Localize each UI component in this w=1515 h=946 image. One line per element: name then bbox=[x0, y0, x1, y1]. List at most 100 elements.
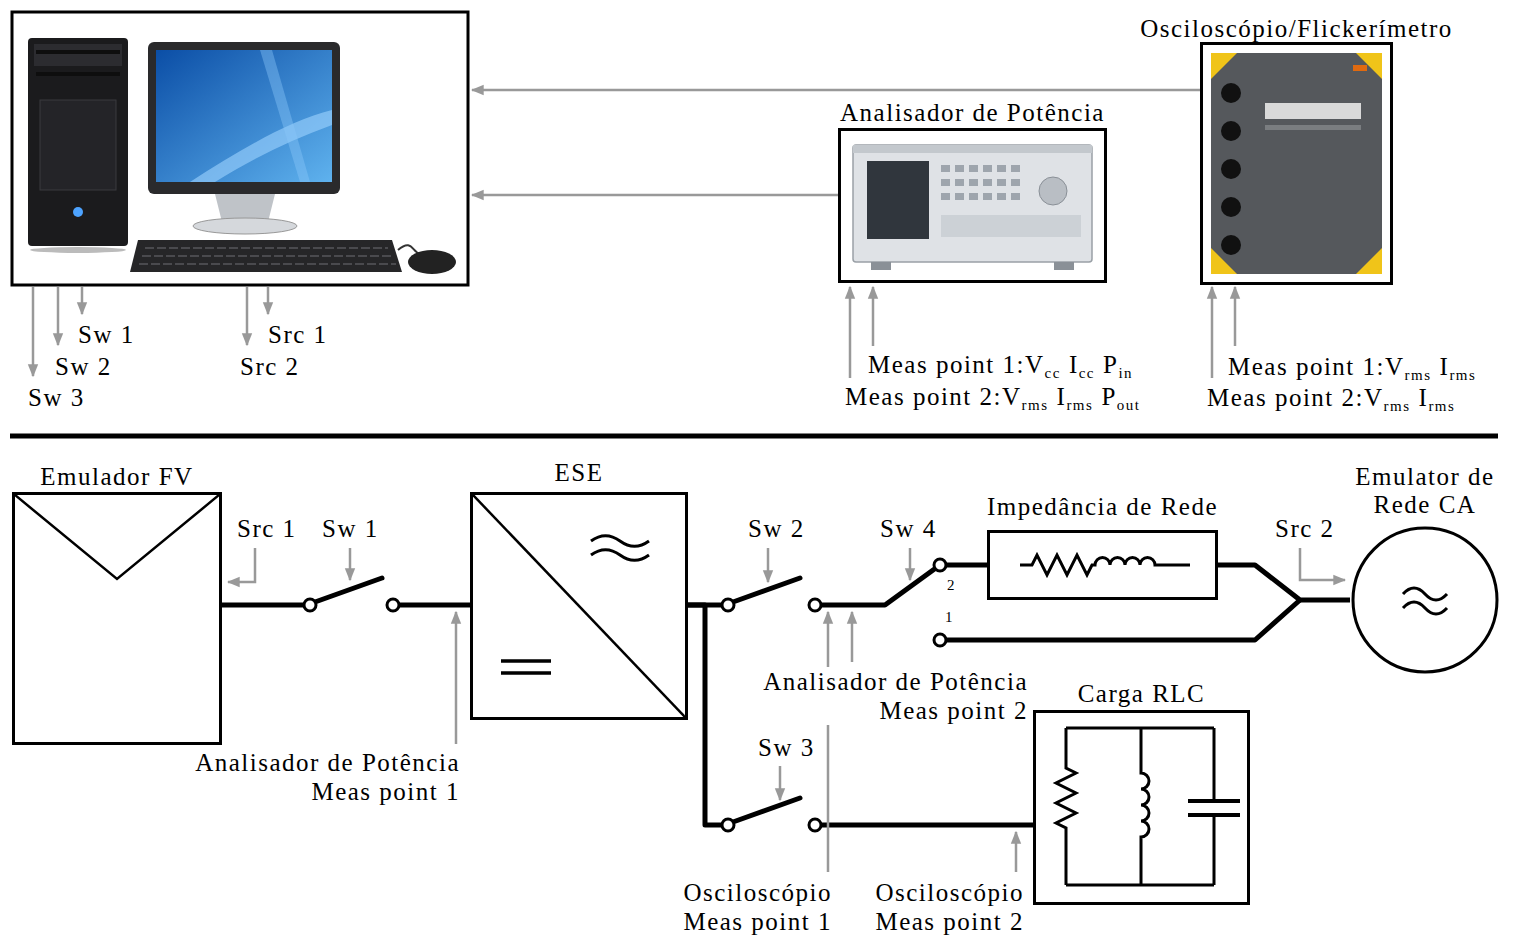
switch-symbol bbox=[387, 599, 399, 611]
signal-subscript: rms bbox=[1405, 367, 1432, 383]
signal-label: Src 1 bbox=[237, 514, 297, 543]
power-analyzer-symbol bbox=[955, 165, 964, 172]
power-analyzer-symbol bbox=[1054, 262, 1074, 270]
signal-arrow bbox=[909, 548, 912, 580]
switch-symbol bbox=[733, 578, 800, 602]
ac-grid-emulator: Emulator de Rede CA bbox=[1350, 525, 1500, 675]
signal-name: Meas point 2:V bbox=[1207, 384, 1384, 411]
signal-subscript: rms bbox=[1449, 367, 1476, 383]
grid-impedance-symbol bbox=[1020, 555, 1190, 575]
oscilloscope-symbol bbox=[1265, 125, 1361, 130]
computer bbox=[193, 218, 297, 234]
grid-bypass-wire bbox=[946, 600, 1300, 640]
signal-label: Sw 3 bbox=[28, 383, 85, 412]
switch-symbol bbox=[934, 559, 946, 571]
signal-name: P bbox=[1103, 351, 1118, 378]
power-analyzer-symbol bbox=[1011, 193, 1020, 200]
measurement-point-label: Analisador de Potência Meas point 2 bbox=[743, 667, 1028, 725]
signal-name: Meas point 1:V bbox=[868, 351, 1045, 378]
computer bbox=[30, 247, 126, 253]
signal-arrow bbox=[779, 766, 782, 800]
oscilloscope: Osciloscópio/Flickerímetro bbox=[1200, 42, 1393, 285]
signal-arrow bbox=[33, 90, 1345, 872]
ac-grid-emulator-symbol bbox=[1350, 525, 1500, 675]
oscilloscope-symbol bbox=[1221, 121, 1241, 141]
rlc-load-symbol bbox=[1188, 801, 1240, 815]
inverter-box-symbol bbox=[591, 550, 649, 561]
oscilloscope-symbol bbox=[1221, 83, 1241, 103]
pv-emulator-symbol bbox=[15, 495, 219, 742]
power-analyzer-symbol bbox=[941, 165, 950, 172]
power-analyzer-symbol bbox=[941, 215, 1081, 237]
power-analyzer-symbol bbox=[955, 179, 964, 186]
measurement-point-label: Osciloscópio Meas point 1 bbox=[657, 878, 832, 936]
computer bbox=[28, 38, 128, 246]
computer bbox=[12, 12, 468, 285]
signal-arrow bbox=[872, 287, 875, 346]
computer bbox=[139, 248, 396, 264]
rlc-load-symbol bbox=[1056, 728, 1076, 885]
power-analyzer-symbol bbox=[853, 145, 1092, 153]
rlc-load-symbol bbox=[1213, 728, 1216, 885]
measurement-point-label: Analisador de Potência Meas point 1 bbox=[175, 748, 460, 806]
signal-label: Sw 1 bbox=[78, 320, 135, 349]
computer bbox=[12, 12, 468, 285]
signal-arrow bbox=[767, 548, 770, 582]
node-heading: Impedância de Rede bbox=[987, 493, 1218, 521]
power-analyzer-symbol bbox=[955, 193, 964, 200]
signal-label: Src 2 bbox=[240, 352, 300, 381]
rlc-load-symbol bbox=[1066, 728, 1214, 885]
power-analyzer-symbol bbox=[1039, 177, 1067, 205]
measurement-line: Meas point 2:VrmsIrms bbox=[1207, 383, 1463, 421]
switch-symbol bbox=[809, 819, 821, 831]
measurement-line: Meas point 2:VrmsIrmsPout bbox=[845, 382, 1148, 420]
signal-arrow bbox=[849, 287, 852, 378]
signal-label: Src 1 bbox=[268, 320, 328, 349]
power-analyzer-symbol bbox=[997, 165, 1006, 172]
oscilloscope-symbol bbox=[1221, 159, 1241, 179]
switch-symbol bbox=[809, 599, 821, 611]
inverter-box: ESE bbox=[470, 492, 688, 720]
computer bbox=[130, 240, 402, 272]
signal-label: Sw 3 bbox=[758, 733, 815, 762]
signal-name: Meas point 1:V bbox=[1228, 353, 1405, 380]
computer bbox=[398, 245, 420, 254]
ac-grid-emulator-symbol bbox=[1403, 588, 1447, 600]
power-analyzer-symbol bbox=[997, 193, 1006, 200]
signal-name: I bbox=[1419, 384, 1429, 411]
grid-impedance: Impedância de Rede bbox=[987, 530, 1218, 600]
signal-arrow bbox=[57, 287, 60, 345]
grid-impedance-symbol bbox=[990, 533, 1215, 597]
signal-arrow bbox=[1234, 287, 1237, 346]
signal-arrow bbox=[81, 287, 84, 314]
signal-subscript: rms bbox=[1428, 398, 1455, 414]
signal-label: Sw 2 bbox=[55, 352, 112, 381]
inverter-box-symbol bbox=[473, 495, 685, 717]
switch-symbol bbox=[722, 819, 734, 831]
signal-arrow bbox=[472, 194, 838, 197]
power-analyzer-symbol bbox=[969, 193, 978, 200]
computer bbox=[190, 110, 332, 182]
signal-name: I bbox=[1440, 353, 1450, 380]
node-heading: Carga RLC bbox=[1078, 680, 1206, 708]
computer bbox=[148, 42, 340, 194]
oscilloscope-symbol bbox=[1203, 45, 1390, 282]
switch-symbol bbox=[315, 578, 382, 602]
node-heading: Osciloscópio/Flickerímetro bbox=[1140, 15, 1453, 43]
oscilloscope-symbol bbox=[1221, 197, 1241, 217]
switch-symbol bbox=[934, 634, 946, 646]
signal-arrow bbox=[851, 612, 854, 662]
signal-subscript: rms bbox=[1066, 397, 1093, 413]
signal-subscript: out bbox=[1117, 397, 1141, 413]
signal-name: Meas point 2:V bbox=[845, 383, 1022, 410]
node-heading: ESE bbox=[555, 459, 604, 487]
signal-label: Sw 1 bbox=[322, 514, 379, 543]
ac-grid-emulator-symbol bbox=[1353, 528, 1497, 672]
signal-label: 1 bbox=[945, 608, 954, 626]
signal-arrow bbox=[246, 287, 249, 345]
power-analyzer-symbol bbox=[867, 161, 929, 239]
oscilloscope-symbol bbox=[1221, 235, 1241, 255]
signal-arrow bbox=[228, 548, 255, 582]
oscilloscope-symbol bbox=[1353, 65, 1367, 71]
